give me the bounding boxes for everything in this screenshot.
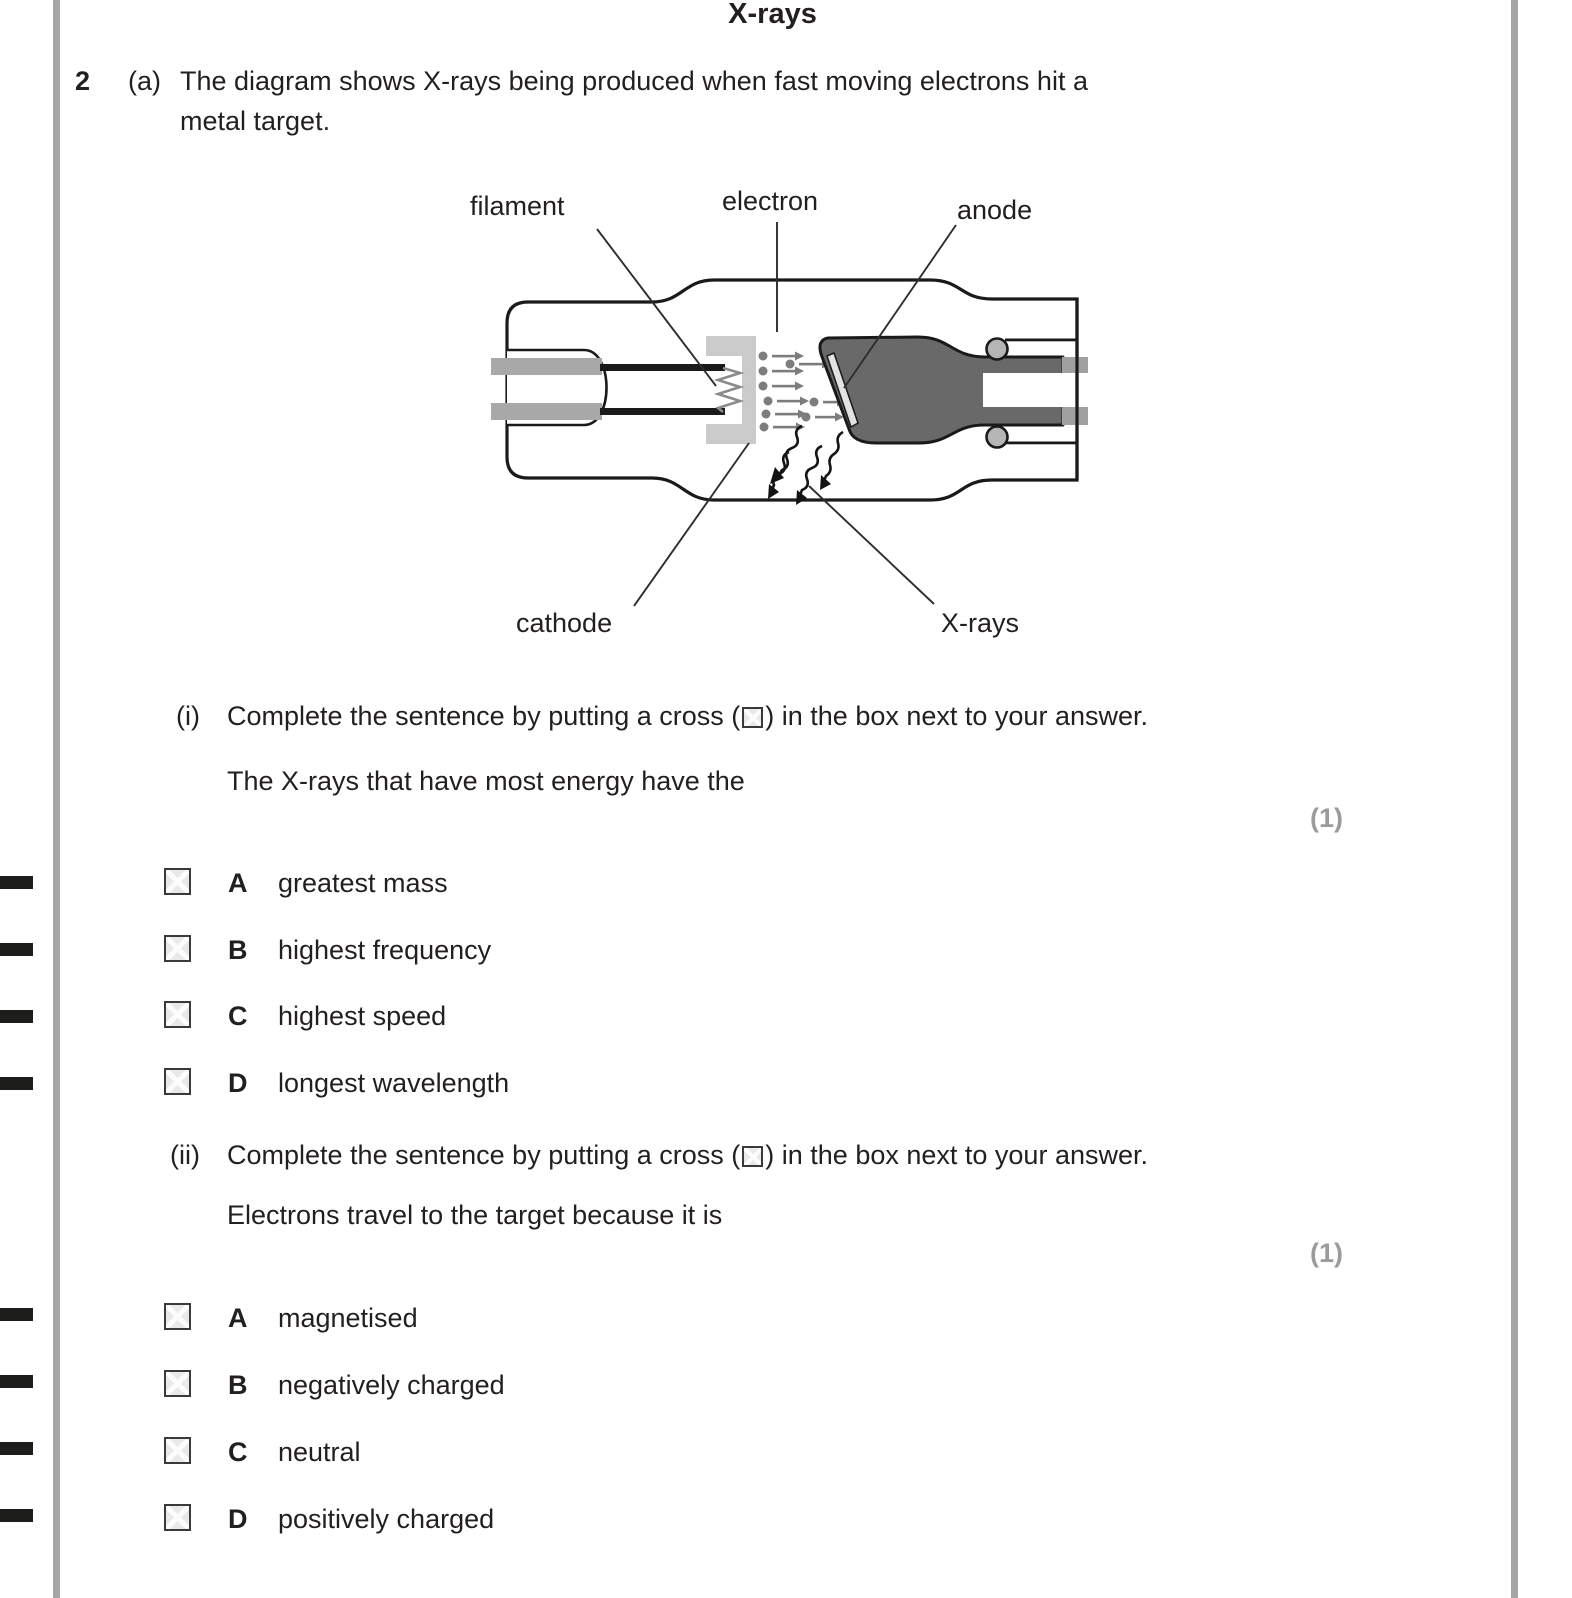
option-letter: D <box>228 1068 248 1098</box>
edge-mark <box>0 1442 33 1455</box>
right-margin-rule <box>1511 0 1518 1598</box>
question-part: (a) <box>128 66 161 96</box>
answer-checkbox-ii-c[interactable] <box>164 1437 191 1464</box>
cross-glyph <box>742 1146 764 1167</box>
part-i-stem: The X-rays that have most energy have th… <box>227 766 745 796</box>
left-margin-rule <box>53 0 60 1598</box>
answer-checkbox-i-b[interactable] <box>164 935 191 962</box>
option-label: positively charged <box>278 1504 495 1534</box>
target-face <box>826 351 859 429</box>
option-letter: D <box>228 1504 248 1534</box>
cathode-block <box>706 336 756 444</box>
option-letter: C <box>228 1437 248 1467</box>
edge-mark <box>0 943 33 956</box>
question-number: 2 <box>75 66 91 96</box>
electron-beam <box>758 351 845 432</box>
part-ii-marks: (1) <box>1310 1238 1343 1268</box>
answer-checkbox-ii-a[interactable] <box>164 1303 191 1330</box>
xray-tube-diagram: filament electron anode cathode X-rays <box>470 186 1088 638</box>
edge-mark <box>0 1308 33 1321</box>
option-row-ii-d: D positively charged <box>164 1504 494 1533</box>
edge-mark <box>0 1375 33 1388</box>
question-text-line2: metal target. <box>180 106 331 136</box>
label-xrays: X-rays <box>941 608 1019 638</box>
edge-mark <box>0 876 33 889</box>
answer-checkbox-i-d[interactable] <box>164 1068 191 1095</box>
support-bead-top <box>985 337 1009 361</box>
anode-stem-gap <box>983 373 1065 407</box>
edge-mark <box>0 1010 33 1023</box>
support-bead-bottom <box>985 425 1009 449</box>
option-label: greatest mass <box>278 868 448 898</box>
option-row-i-c: C highest speed <box>164 1001 446 1030</box>
option-letter: C <box>228 1001 248 1031</box>
part-i-instruction-post: ) in the box next to your answer. <box>765 701 1148 731</box>
lead-wire-top <box>491 358 602 375</box>
support-rod-bottom <box>1005 441 1077 445</box>
option-letter: A <box>228 868 248 898</box>
option-label: magnetised <box>278 1303 418 1333</box>
cross-glyph <box>742 707 764 728</box>
part-ii-stem: Electrons travel to the target because i… <box>227 1200 723 1230</box>
edge-mark <box>0 1509 33 1522</box>
answer-checkbox-i-c[interactable] <box>164 1001 191 1028</box>
question-text-line1: The diagram shows X-rays being produced … <box>180 66 1088 96</box>
option-label: negatively charged <box>278 1370 505 1400</box>
support-rod-top <box>1005 338 1077 342</box>
label-electron: electron <box>722 186 818 216</box>
option-label: highest frequency <box>278 935 492 965</box>
anode-terminal-top <box>1062 357 1088 373</box>
edge-mark <box>0 1077 33 1090</box>
part-ii-instruction-post: ) in the box next to your answer. <box>765 1140 1148 1170</box>
wire-bottom <box>600 408 725 415</box>
part-ii-marker: (ii) <box>170 1140 200 1170</box>
option-row-ii-a: A magnetised <box>164 1303 418 1332</box>
part-ii-instruction-pre: Complete the sentence by putting a cross… <box>227 1140 741 1170</box>
answer-checkbox-ii-b[interactable] <box>164 1370 191 1397</box>
option-letter: A <box>228 1303 248 1333</box>
option-row-i-b: B highest frequency <box>164 935 491 964</box>
option-label: longest wavelength <box>278 1068 510 1098</box>
tube-envelope <box>505 278 1079 502</box>
wire-top <box>600 364 725 371</box>
leader-lines <box>596 222 957 607</box>
label-cathode: cathode <box>516 608 612 638</box>
answer-checkbox-ii-d[interactable] <box>164 1504 191 1531</box>
part-i-marks: (1) <box>1310 803 1343 833</box>
option-row-ii-b: B negatively charged <box>164 1370 505 1399</box>
label-filament: filament <box>470 191 565 221</box>
part-i-marker: (i) <box>176 701 200 731</box>
option-row-ii-c: C neutral <box>164 1437 361 1466</box>
option-row-i-d: D longest wavelength <box>164 1068 509 1097</box>
xray-waves <box>768 424 844 505</box>
option-letter: B <box>228 1370 248 1400</box>
filament-zigzag <box>713 366 745 414</box>
lead-wire-bottom <box>491 403 602 420</box>
option-label: neutral <box>278 1437 361 1467</box>
option-row-i-a: A greatest mass <box>164 868 448 897</box>
label-anode: anode <box>957 195 1032 225</box>
option-label: highest speed <box>278 1001 447 1031</box>
part-ii-instruction: Complete the sentence by putting a cross… <box>227 1140 1148 1170</box>
answer-checkbox-i-a[interactable] <box>164 868 191 895</box>
anode-terminal-bottom <box>1062 407 1088 425</box>
option-letter: B <box>228 935 248 965</box>
page-title: X-rays <box>728 0 817 30</box>
part-i-instruction-pre: Complete the sentence by putting a cross… <box>227 701 741 731</box>
part-i-instruction: Complete the sentence by putting a cross… <box>227 701 1148 731</box>
anode-block <box>818 335 1065 445</box>
